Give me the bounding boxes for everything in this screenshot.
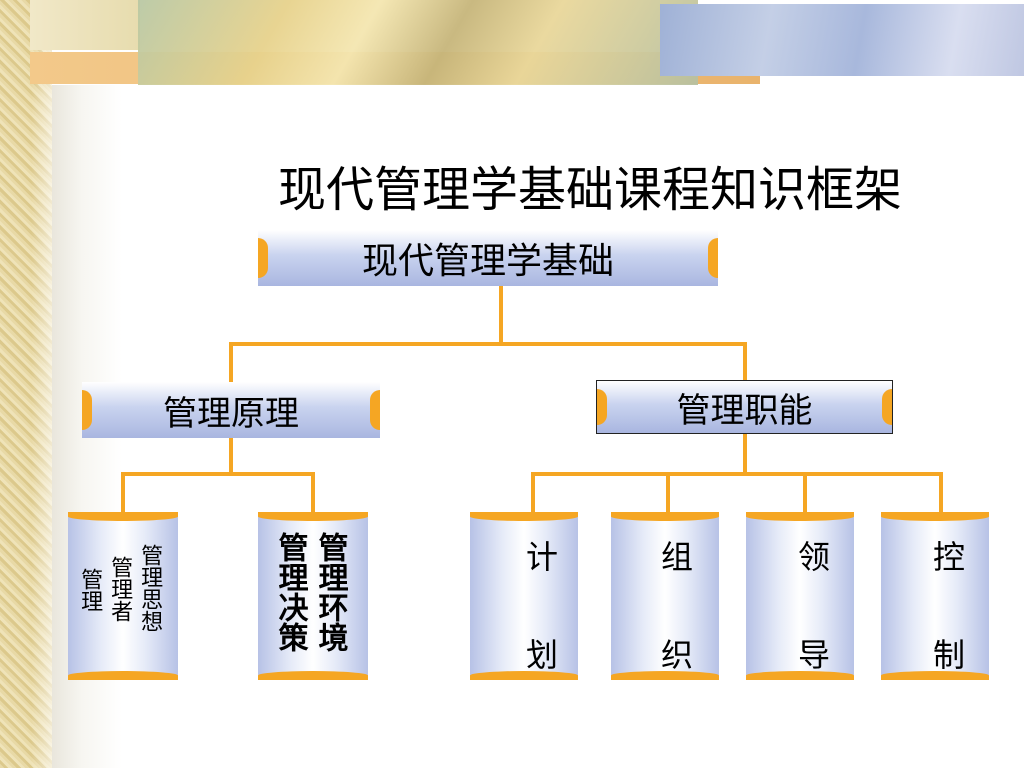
leaf-card-planning: 计 划 (470, 512, 578, 680)
connector (743, 342, 747, 382)
connector (531, 472, 535, 514)
node-label: 管理原理 (163, 393, 299, 434)
leaf-card-leading: 领 导 (746, 512, 854, 680)
sky-image (660, 4, 1024, 76)
slide-title: 现代管理学基础课程知识框架 (277, 162, 902, 218)
decorative-left-strip (0, 0, 52, 768)
leaf-text-top: 控 (933, 538, 966, 576)
node-management-functions: 管理职能 (596, 380, 893, 434)
connector (121, 472, 125, 514)
connector (229, 342, 747, 346)
leaf-text-decision: 管理决策 (272, 532, 308, 652)
node-management-principles: 管理原理 (82, 382, 380, 438)
connector (499, 286, 503, 344)
leaf-text-bottom: 划 (526, 636, 559, 674)
connector (939, 472, 943, 514)
leaf-card-organizing: 组 织 (611, 512, 719, 680)
leaf-text-manager: 管理者 (107, 556, 133, 622)
leaf-card-management-basics: 管理思想 管理者 管理 (68, 512, 178, 680)
connector (803, 472, 807, 514)
connector (666, 472, 670, 514)
decorative-top-banner (30, 0, 1024, 88)
leaf-text-bottom: 织 (661, 636, 694, 674)
leaf-text-thought: 管理思想 (137, 544, 163, 632)
leaf-text-management: 管理 (77, 568, 103, 612)
root-node: 现代管理学基础 (258, 230, 718, 286)
leaf-text-bottom: 导 (798, 636, 831, 674)
leaf-text-top: 领 (798, 538, 831, 576)
leaf-text-top: 组 (661, 538, 694, 576)
leaf-card-controlling: 控 制 (881, 512, 989, 680)
leaf-image (138, 0, 698, 85)
connector (311, 472, 315, 514)
node-label: 管理职能 (676, 390, 813, 431)
connector (531, 472, 943, 476)
connector (229, 342, 233, 384)
root-node-label: 现代管理学基础 (361, 241, 614, 282)
leaf-text-top: 计 (526, 538, 559, 576)
leaf-text-environment: 管理环境 (312, 532, 348, 652)
leaf-card-environment-decision: 管理环境 管理决策 (258, 512, 368, 680)
connector (743, 434, 747, 474)
connector (229, 438, 233, 474)
connector (121, 472, 315, 476)
leaf-text-bottom: 制 (933, 636, 966, 674)
